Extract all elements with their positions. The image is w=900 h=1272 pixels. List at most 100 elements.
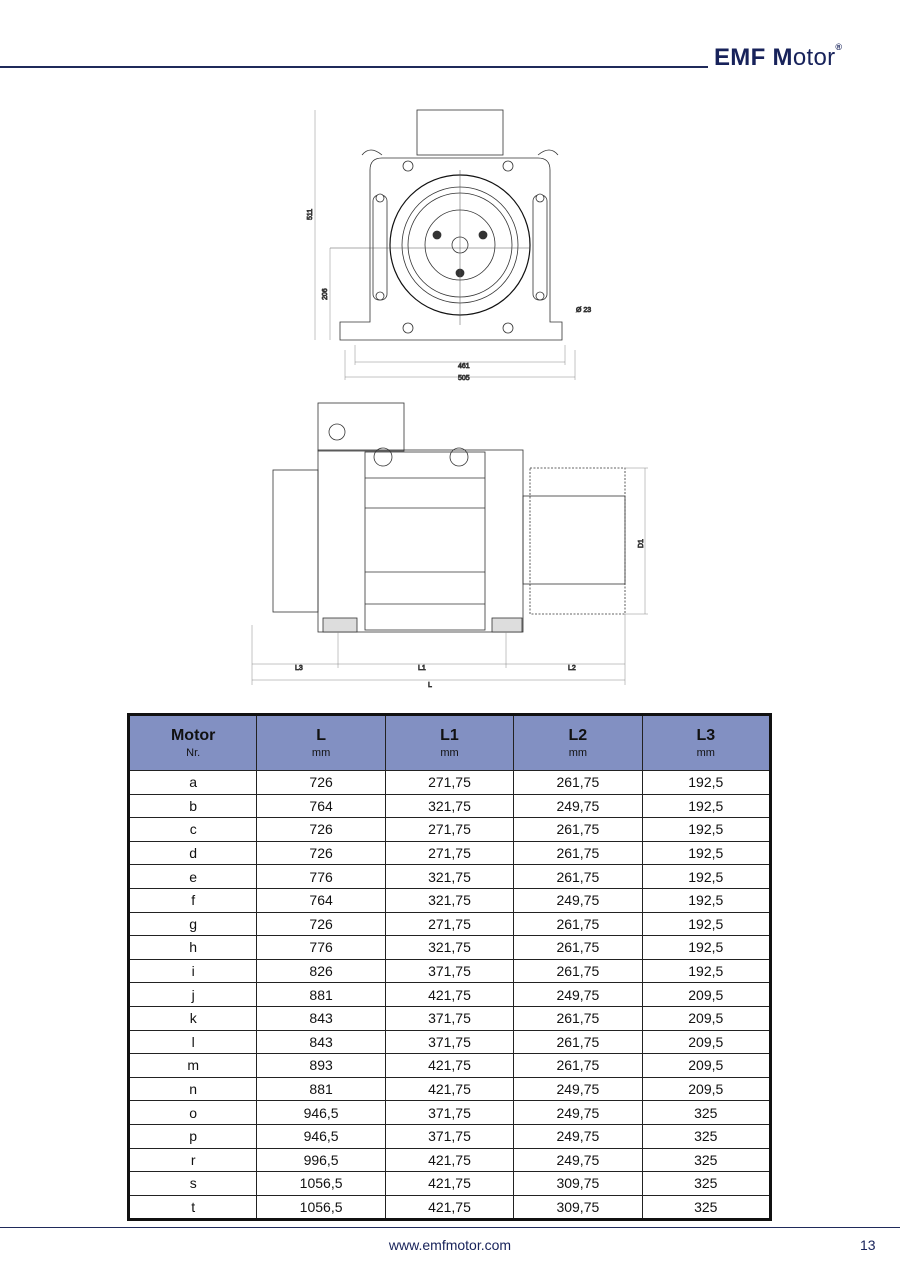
table-cell: 321,75 (384, 793, 515, 819)
table-cell: 192,5 (641, 840, 772, 866)
page-number: 13 (860, 1237, 876, 1253)
header-rule (0, 66, 708, 68)
table-cell: 946,5 (256, 1100, 386, 1125)
table-cell: 776 (256, 864, 386, 889)
table-cell: 192,5 (641, 793, 772, 819)
table-cell: f (127, 887, 258, 913)
table-cell: 325 (641, 1100, 772, 1125)
table-cell: 726 (256, 840, 386, 866)
table-cell: p (127, 1123, 258, 1149)
table-cell: 371,75 (384, 1005, 515, 1031)
table-cell: 309,75 (513, 1194, 643, 1221)
table-cell: 421,75 (384, 1147, 515, 1173)
table-cell: 209,5 (641, 1029, 772, 1055)
table-cell: 192,5 (641, 864, 772, 889)
table-cell: 421,75 (384, 1076, 515, 1102)
table-cell: 271,75 (384, 770, 515, 795)
website-link[interactable]: www.emfmotor.com (388, 1237, 512, 1253)
table-cell: 726 (256, 817, 386, 842)
table-cell: 249,75 (513, 793, 643, 819)
table-cell: 946,5 (256, 1123, 386, 1149)
table-cell: 309,75 (513, 1171, 643, 1196)
table-cell: 261,75 (513, 958, 643, 984)
svg-text:206: 206 (322, 288, 329, 300)
table-cell: 192,5 (641, 911, 772, 937)
table-cell: 421,75 (384, 1171, 515, 1196)
table-cell: 249,75 (513, 1100, 643, 1125)
table-cell: 325 (641, 1171, 772, 1196)
table-cell: 1056,5 (256, 1194, 386, 1221)
table-cell: 261,75 (513, 911, 643, 937)
table-cell: 249,75 (513, 1076, 643, 1102)
table-cell: 271,75 (384, 840, 515, 866)
table-cell: 726 (256, 911, 386, 937)
table-cell: 726 (256, 770, 386, 795)
svg-text:L3: L3 (295, 665, 303, 672)
footer-rule (0, 1227, 900, 1228)
table-cell: 321,75 (384, 935, 515, 960)
table-cell: 209,5 (641, 982, 772, 1007)
table-cell: b (127, 793, 258, 819)
table-cell: 249,75 (513, 982, 643, 1007)
table-cell: 271,75 (384, 817, 515, 842)
front-view-drawing: 511 206 Ø 23 461 505 (307, 109, 592, 382)
table-cell: 249,75 (513, 1147, 643, 1173)
table-cell: 192,5 (641, 770, 772, 795)
table-cell: d (127, 840, 258, 866)
table-cell: a (127, 770, 258, 795)
svg-text:Ø 23: Ø 23 (576, 307, 591, 314)
table-cell: 893 (256, 1053, 386, 1078)
table-cell: s (127, 1171, 258, 1196)
table-cell: 321,75 (384, 887, 515, 913)
table-cell: 209,5 (641, 1053, 772, 1078)
table-cell: n (127, 1076, 258, 1102)
table-cell: 371,75 (384, 1123, 515, 1149)
table-cell: 421,75 (384, 982, 515, 1007)
table-cell: 1056,5 (256, 1171, 386, 1196)
table-cell: r (127, 1147, 258, 1173)
table-cell: 261,75 (513, 1029, 643, 1055)
table-cell: 325 (641, 1194, 772, 1221)
table-cell: 192,5 (641, 958, 772, 984)
table-cell: m (127, 1053, 258, 1078)
table-cell: 249,75 (513, 1123, 643, 1149)
table-cell: i (127, 958, 258, 984)
table-cell: 881 (256, 1076, 386, 1102)
table-cell: 996,5 (256, 1147, 386, 1173)
table-cell: 321,75 (384, 864, 515, 889)
svg-text:505: 505 (458, 375, 470, 382)
table-cell: 261,75 (513, 840, 643, 866)
svg-text:461: 461 (458, 363, 470, 370)
svg-text:L2: L2 (568, 665, 576, 672)
table-cell: h (127, 935, 258, 960)
table-cell: 271,75 (384, 911, 515, 937)
svg-text:511: 511 (307, 209, 314, 220)
table-cell: 371,75 (384, 958, 515, 984)
table-cell: 192,5 (641, 887, 772, 913)
svg-text:L: L (428, 682, 432, 689)
table-cell: 843 (256, 1005, 386, 1031)
table-cell: 764 (256, 887, 386, 913)
svg-text:L1: L1 (418, 665, 426, 672)
